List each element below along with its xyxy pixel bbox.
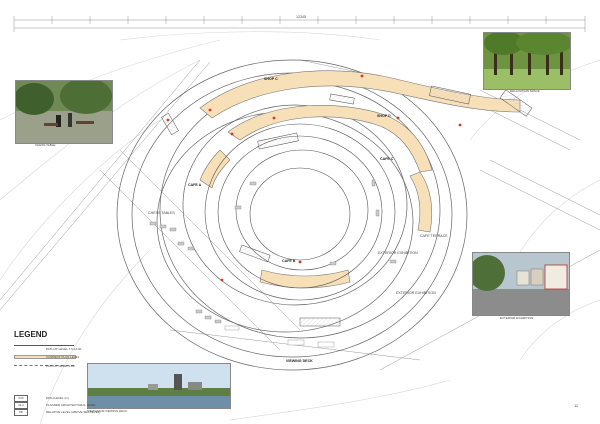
label-shop-c: SHOP C [264, 77, 278, 81]
legend-item-1: PATH AT LEVEL 7.5-12.00 [46, 347, 82, 351]
label-cafe-c: CAFE C [380, 157, 394, 161]
legend-symbol-3: PR [14, 409, 28, 416]
legend-line-2 [14, 355, 76, 359]
exterior-exhibition-photo [472, 252, 570, 316]
chess-table-photo-image [16, 81, 112, 143]
stairs [161, 85, 533, 327]
legend-title: LEGEND [14, 330, 48, 339]
inner-rings [204, 123, 396, 301]
top-dimension-label: 12345 [296, 15, 306, 19]
viewing-deck-photo [87, 363, 231, 409]
legend-item-2: CURRENT PLAN LEVEL [46, 355, 80, 359]
chess-table-photo [15, 80, 113, 144]
exterior-exhibition-photo-image [473, 253, 569, 315]
chess-table-caption: CHESS TABLE [35, 143, 56, 147]
exterior-exhibition-caption: EXTERIOR EXHIBITION [500, 316, 534, 320]
legend-line-1 [14, 345, 74, 346]
viewing-deck-photo-image [88, 364, 230, 408]
relaxation-space-caption: RELAXATION SPACE [510, 89, 540, 93]
background-contours [0, 31, 600, 424]
legend-symbol-2-text: PLANNED ARCHITECTURAL LEVEL [46, 403, 97, 407]
label-exterior-exhibition-path: EXTERIOR EXHIBITION [396, 291, 436, 295]
legend-symbol-1-text: PATH LEVEL (m) [46, 396, 69, 400]
relaxation-space-photo [483, 32, 571, 90]
chess-tables-cluster [149, 179, 397, 324]
red-markers [166, 74, 462, 282]
label-viewing-deck: VIEWING DECK [286, 359, 313, 363]
label-shop-d: SHOP D [377, 114, 391, 118]
level-tags [224, 325, 335, 348]
top-dimension-line [13, 16, 586, 32]
legend-item-3: PATH AT LEVEL 0.00 [46, 364, 75, 368]
label-cafe-terrace: CAFE TERRACE [420, 234, 448, 238]
legend-symbol-1: 0.00 [14, 395, 28, 402]
page-number: 11 [574, 404, 578, 408]
legend-line-3 [14, 365, 74, 366]
label-exterior-exhibition-inner: EXTERIOR EXHIBITION [378, 251, 418, 255]
outer-rings [116, 59, 468, 371]
legend-symbol-2: 01.4 [14, 402, 28, 409]
relaxation-space-photo-image [484, 33, 570, 89]
label-chess-tables: CHESS TABLES [148, 211, 175, 215]
label-cafe-a: CAFE A [188, 183, 202, 187]
viewing-deck-caption: VIEW FROM VIEWING DECK [87, 409, 128, 413]
label-cafe-b: CAFE B [282, 259, 296, 263]
legend-symbol-3-text: RELATIVE LEVEL (ABOVE SEA LEVEL) [46, 410, 101, 414]
